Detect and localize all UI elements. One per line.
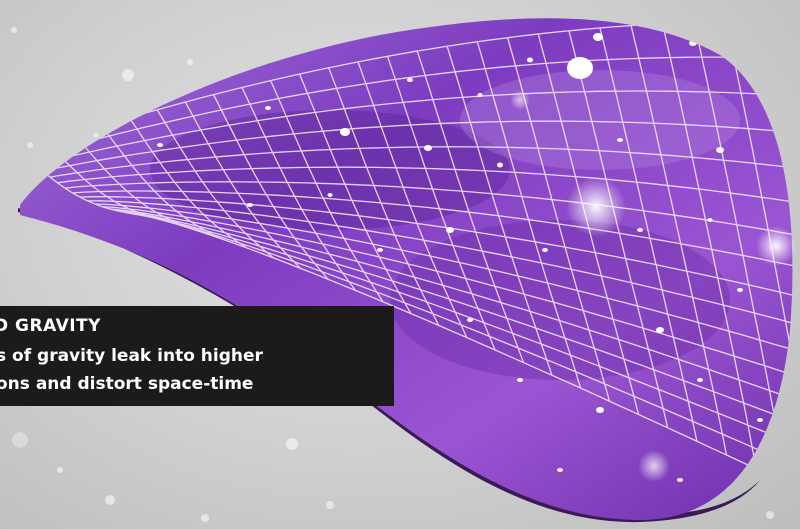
grid-line (94, 203, 793, 369)
glow-blob (756, 226, 796, 266)
background-dust (11, 27, 774, 522)
caption-box: D GRAVITY s of gravity leak into higher … (0, 306, 394, 406)
caption-title: D GRAVITY (0, 316, 101, 336)
grid-line (72, 190, 793, 276)
grid-line (49, 146, 793, 178)
sheet-underside (18, 208, 760, 523)
grid-line (79, 196, 793, 309)
grid-line (117, 210, 793, 451)
grid-line (42, 120, 793, 172)
grid-line (124, 211, 793, 476)
sheet-texture (150, 70, 740, 380)
grid-line (132, 213, 793, 501)
caption-line-2: ons and distort space-time (0, 374, 254, 394)
caption-line-1: s of gravity leak into higher (0, 346, 263, 366)
grid-line (87, 200, 793, 340)
glow-blob (510, 90, 530, 110)
glow-blob (566, 177, 626, 237)
grid-line (64, 181, 793, 243)
grid-line (102, 206, 793, 397)
grid-line (34, 90, 793, 166)
grid-line (139, 214, 793, 521)
glow-blob (638, 450, 670, 482)
grid-line (109, 208, 793, 425)
grid-line (27, 56, 793, 159)
grid-line (57, 166, 793, 208)
